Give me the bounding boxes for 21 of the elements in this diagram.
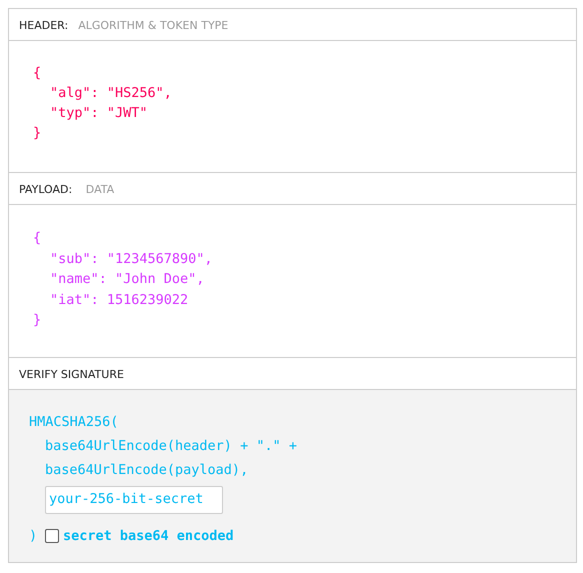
code-line: "alg": "HS256", — [50, 85, 172, 101]
code-line: HMACSHA256( — [29, 414, 118, 430]
code-line: } — [33, 125, 42, 141]
code-line: "sub": "1234567890", — [50, 250, 213, 266]
section-title: PAYLOAD: — [19, 183, 72, 196]
signature-panel — [9, 390, 576, 562]
code-line: "name": "John Doe", — [50, 271, 204, 287]
section-title: HEADER: — [19, 19, 68, 32]
input-field: your-256-bit-secret — [45, 486, 223, 514]
checkbox-label: secret base64 encoded — [63, 528, 234, 544]
code-line: "typ": "JWT" — [50, 105, 148, 121]
section-subtitle: ALGORITHM & TOKEN TYPE — [78, 19, 228, 32]
section-title: VERIFY SIGNATURE — [19, 368, 124, 381]
section-subtitle: DATA — [86, 183, 114, 196]
code-line: base64UrlEncode(header) + "." + — [45, 438, 297, 454]
code-line: ) — [29, 528, 38, 544]
code-line: { — [33, 230, 42, 246]
code-line: base64UrlEncode(payload), — [45, 462, 248, 478]
code-line: "iat": 1516239022 — [50, 292, 188, 308]
code-line: { — [33, 65, 42, 81]
code-line: } — [33, 312, 42, 328]
